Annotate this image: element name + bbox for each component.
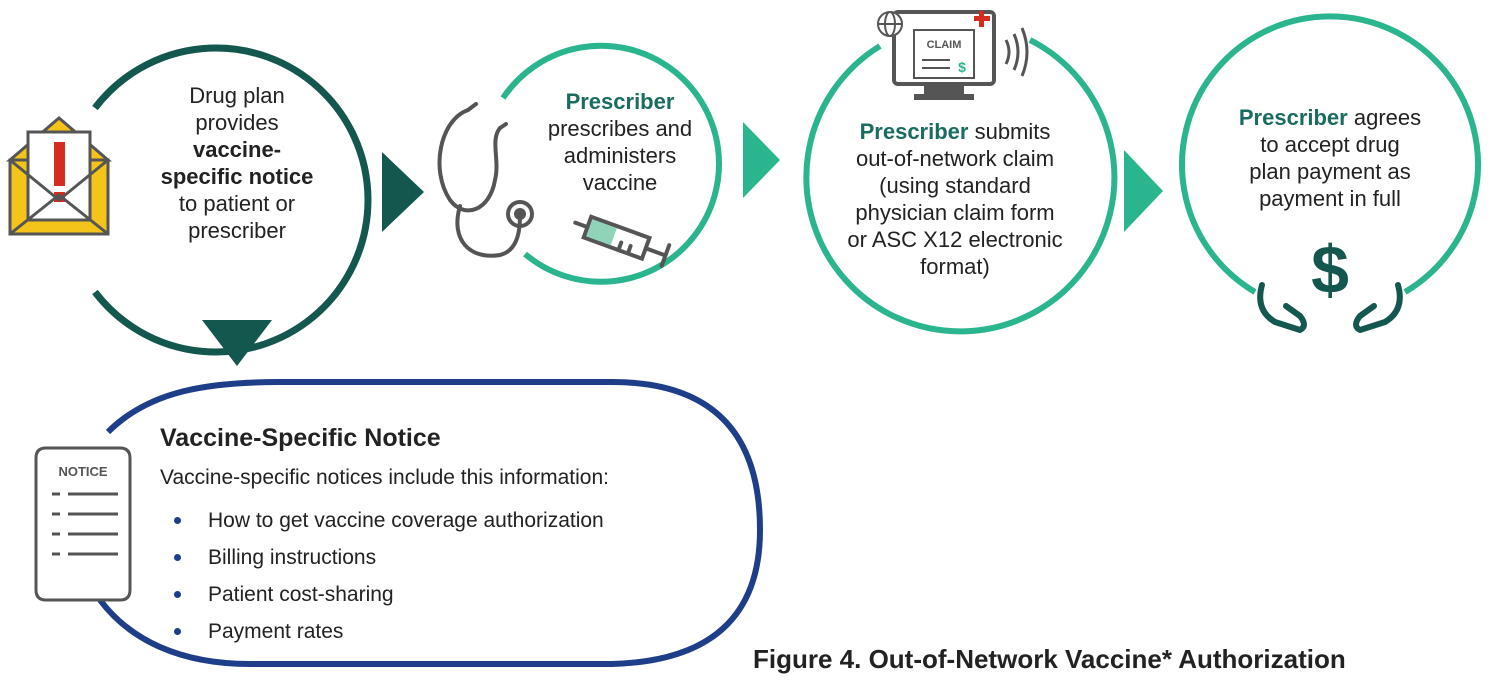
step-3-line-4: physician claim form (855, 200, 1055, 225)
step-4-actor-rest: agrees (1347, 105, 1422, 130)
step-2-line-3: administers (563, 143, 677, 168)
step-3-line-1: Prescriber submits (820, 118, 1090, 145)
notice-icon-label: NOTICE (58, 464, 107, 479)
stethoscope-syringe-icon (437, 102, 672, 268)
arrow-right-3 (1124, 150, 1163, 232)
arrow-right-2 (743, 122, 780, 198)
notice-list-item: How to get vaccine coverage authorizatio… (160, 506, 604, 543)
notice-item-text: How to get vaccine coverage authorizatio… (208, 509, 604, 532)
notice-item-text: Patient cost-sharing (208, 583, 394, 606)
arrow-right-1 (382, 152, 424, 232)
step-4-line-2: to accept drug (1260, 132, 1400, 157)
step-3-line-2: out-of-network claim (855, 146, 1055, 171)
step-2-text: Prescriber prescribes and administers va… (530, 88, 710, 196)
bullet-icon (174, 591, 181, 598)
svg-text:$: $ (958, 59, 966, 75)
bullet-icon (174, 554, 181, 561)
svg-text:$: $ (1311, 232, 1349, 308)
step-1-line-1: Drug plan (189, 83, 285, 108)
hands-dollar-icon: $ (1257, 232, 1403, 333)
claim-label: CLAIM (927, 39, 962, 51)
step-2-line-2: prescribes and (547, 116, 693, 141)
step-2-actor: Prescriber (565, 89, 675, 114)
step-4-actor: Prescriber (1238, 105, 1348, 130)
step-4-text: Prescriber agrees to accept drug plan pa… (1210, 104, 1450, 212)
step-1-bold-2: specific notice (160, 164, 314, 189)
envelope-alert-icon (5, 116, 113, 236)
notice-list: How to get vaccine coverage authorizatio… (160, 506, 604, 654)
step-4-line-4: payment in full (1259, 186, 1401, 211)
step-3-circle (803, 37, 1118, 335)
bullet-icon (174, 628, 181, 635)
figure-caption: Figure 4. Out-of-Network Vaccine* Author… (753, 644, 1346, 674)
step-1-bold-1: vaccine- (192, 137, 282, 162)
notice-list-item: Billing instructions (160, 543, 604, 580)
step-3-actor-rest: submits (968, 119, 1051, 144)
notice-list-item: Patient cost-sharing (160, 580, 604, 617)
step-3-line-6: format) (920, 254, 990, 279)
step-3-actor: Prescriber (859, 119, 969, 144)
notice-item-text: Payment rates (208, 620, 344, 643)
arrow-down-1 (202, 320, 272, 366)
claim-monitor-icon: CLAIM $ (877, 10, 1029, 100)
step-3-line-5: or ASC X12 electronic (847, 227, 1063, 252)
bullet-icon (174, 517, 181, 524)
step-1-line-2: provides (195, 110, 279, 135)
step-4-line-1: Prescriber agrees (1210, 104, 1450, 131)
notice-item-text: Billing instructions (208, 546, 377, 569)
step-1-circle (92, 44, 372, 356)
step-4-line-3: plan payment as (1249, 159, 1411, 184)
notice-document-icon: NOTICE (34, 446, 132, 602)
notice-title: Vaccine-Specific Notice (160, 424, 441, 452)
notice-box (97, 379, 764, 667)
step-1-line-6: prescriber (188, 218, 286, 243)
step-4-circle (1179, 13, 1481, 295)
step-3-line-3: (using standard (879, 173, 1031, 198)
step-1-line-5: to patient or (178, 191, 296, 216)
notice-intro: Vaccine-specific notices include this in… (160, 466, 609, 489)
step-1-text: Drug plan provides vaccine- specific not… (147, 82, 327, 244)
notice-list-item: Payment rates (160, 617, 604, 654)
step-3-text: Prescriber submits out-of-network claim … (820, 118, 1090, 280)
step-2-circle (500, 42, 722, 285)
step-2-line-4: vaccine (582, 170, 658, 195)
